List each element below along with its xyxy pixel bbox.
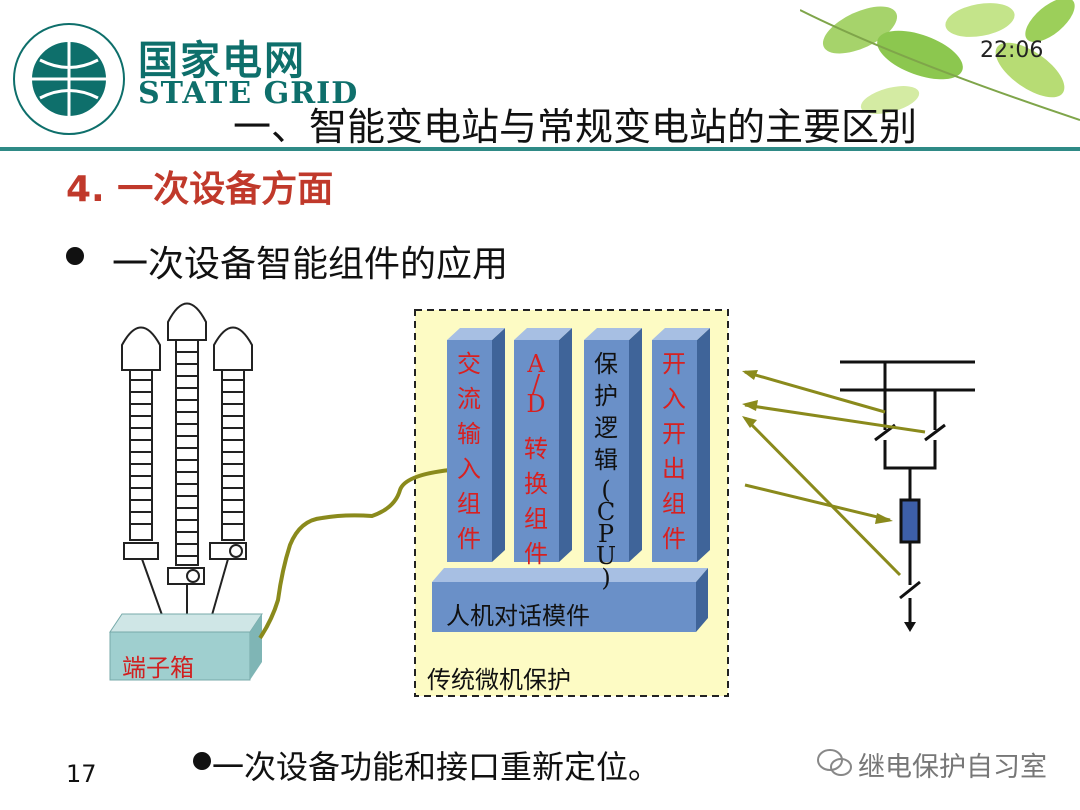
footer-note: 一次设备功能和接口重新定位。 xyxy=(212,748,661,786)
page-number: 17 xyxy=(66,760,97,788)
leaves-decoration xyxy=(800,0,1080,121)
ct-wires xyxy=(141,558,229,616)
slide-title: 一、智能变电站与常规变电站的主要区别 xyxy=(233,105,918,149)
signal-arrows xyxy=(743,370,926,577)
terminal-box-label: 端子箱 xyxy=(122,654,194,682)
arrowheads xyxy=(742,370,893,524)
terminal-box xyxy=(109,613,263,681)
insulator-middle xyxy=(167,302,207,585)
logo-chinese-text: 国家电网 xyxy=(138,38,306,84)
footer-bullet-icon xyxy=(193,752,211,770)
bullet-dot-icon xyxy=(66,247,84,265)
state-grid-logo-icon xyxy=(13,23,125,135)
title-divider xyxy=(0,147,1080,151)
module-label-binary-io: 开入开出组件 xyxy=(662,350,686,553)
module-binary-io xyxy=(652,328,710,562)
module-label-ac-input: 交流输入组件 xyxy=(457,350,481,553)
single-line-diagram xyxy=(840,360,975,625)
logo-english-text: STATE GRID xyxy=(138,76,359,111)
protection-box-label: 传统微机保护 xyxy=(427,666,571,694)
insulator-right xyxy=(209,326,253,560)
module-hmi xyxy=(432,568,708,632)
line-arrow-icon xyxy=(904,622,916,632)
module-cpu xyxy=(584,328,642,562)
module-ad xyxy=(514,328,572,562)
insulator-left xyxy=(121,326,161,560)
signal-cable xyxy=(258,468,451,640)
module-ac-input xyxy=(447,328,505,562)
hmi-label: 人机对话模件 xyxy=(446,602,590,630)
bullet-text: 一次设备智能组件的应用 xyxy=(112,244,509,285)
watermark: 继电保护自习室 xyxy=(858,752,1047,783)
wechat-icon xyxy=(817,749,852,776)
time-label: 22:06 xyxy=(980,38,1044,63)
section-heading: 4. 一次设备方面 xyxy=(66,169,334,210)
